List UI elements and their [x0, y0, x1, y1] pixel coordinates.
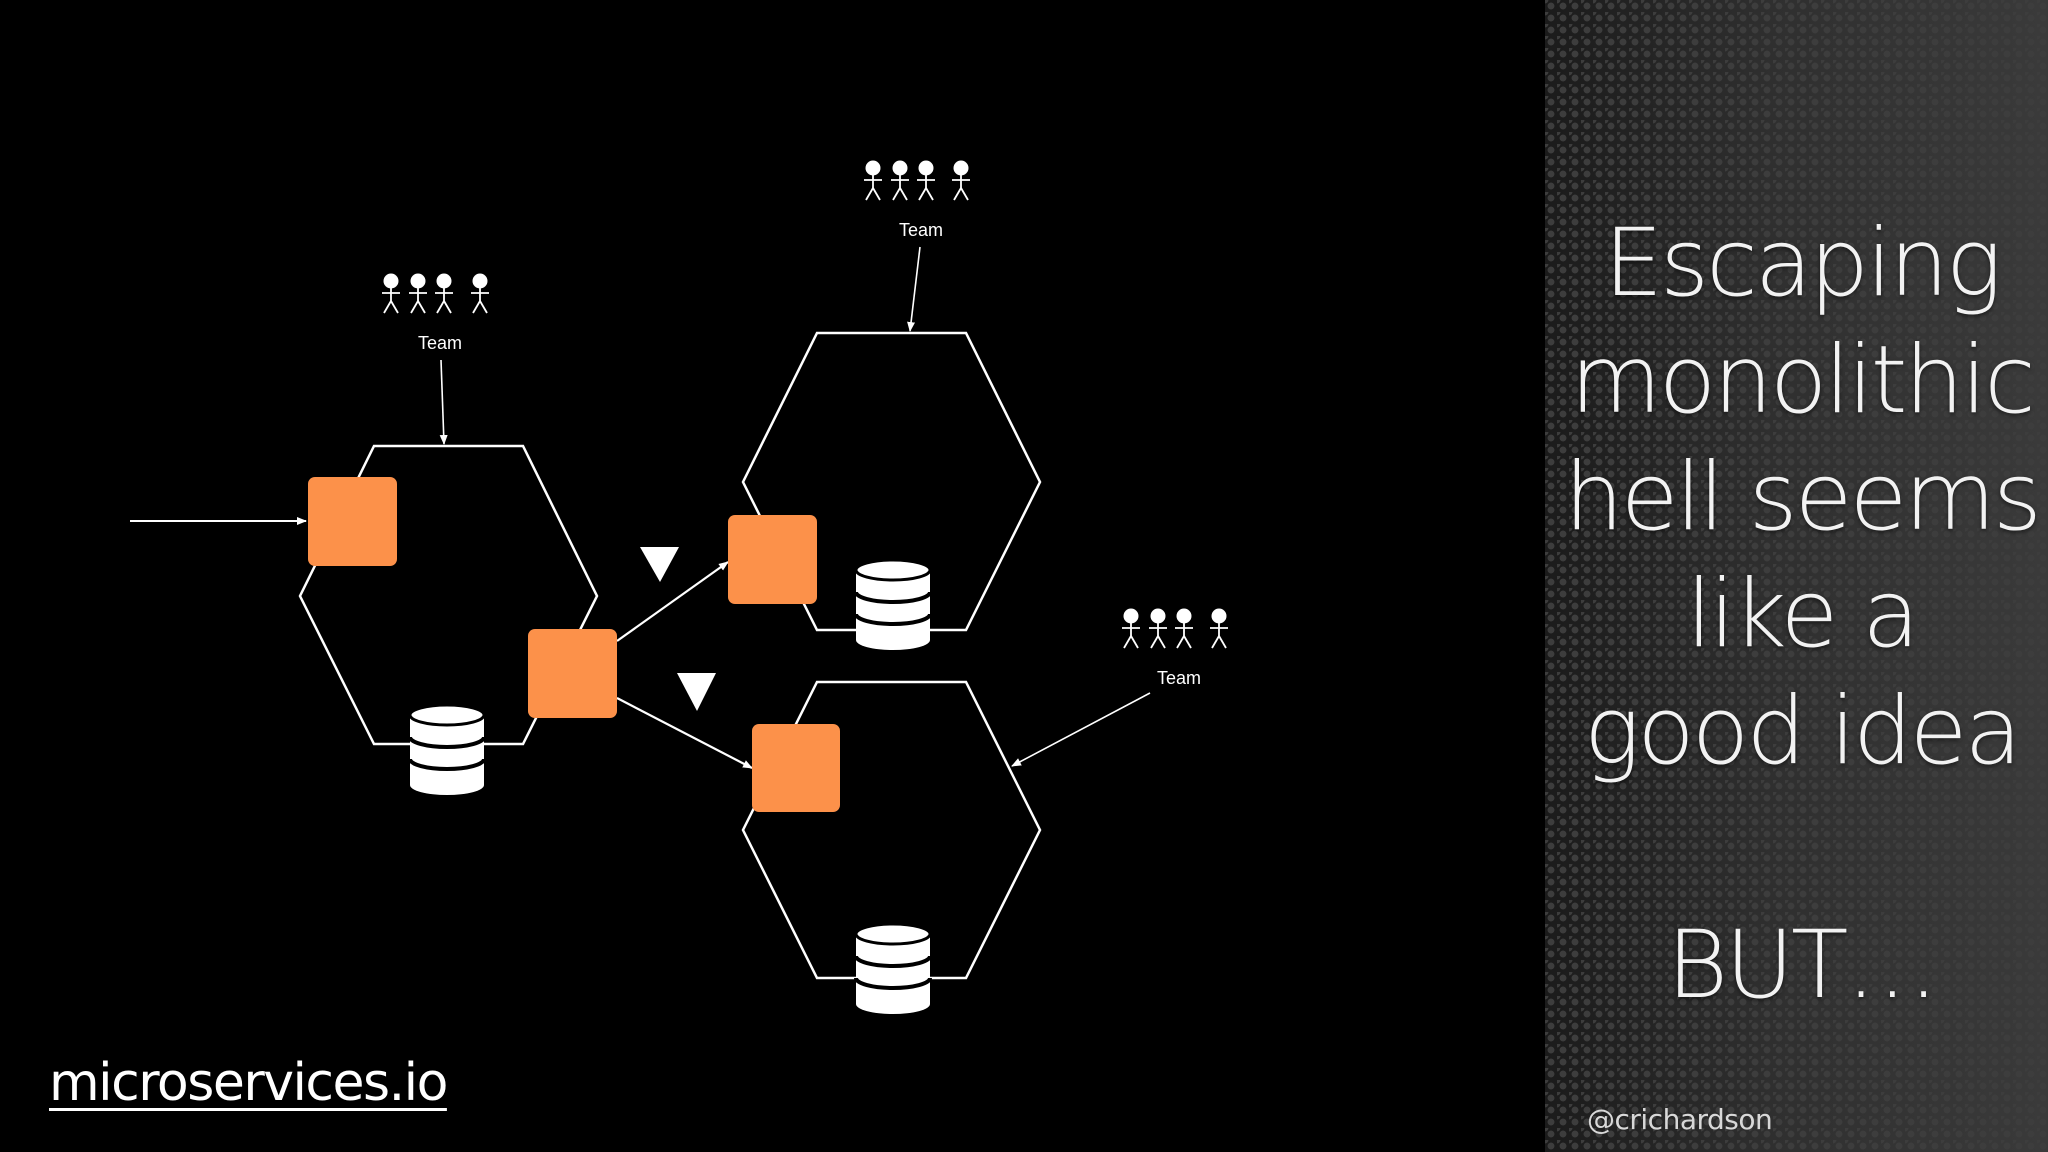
- database-icon: [408, 703, 486, 797]
- warning-triangle-icon: [677, 673, 716, 711]
- team-label: Team: [1157, 668, 1201, 688]
- person-icon: [916, 159, 936, 201]
- person-icon: [1209, 607, 1229, 649]
- team-arrow: [1011, 692, 1151, 767]
- service-box: [308, 477, 397, 566]
- database-icon: [854, 922, 932, 1016]
- twitter-handle: @crichardson: [1587, 1103, 1773, 1136]
- person-icon: [1121, 607, 1141, 649]
- slide-headline: Escaping monolithic hell seems like a go…: [1564, 209, 2042, 1020]
- person-icon: [951, 159, 971, 201]
- service-hexagon: [741, 331, 1042, 632]
- person-icon: [434, 272, 454, 314]
- service-box: [728, 515, 817, 604]
- team-group: Team: [1121, 607, 1229, 688]
- side-panel: Escaping monolithic hell seems like a go…: [1545, 0, 2048, 1152]
- team-group: Team: [381, 272, 490, 353]
- team-arrow: [439, 359, 448, 445]
- person-icon: [470, 272, 490, 314]
- service-box: [528, 629, 617, 718]
- service-call-arrow: [616, 561, 729, 642]
- team-arrow: [907, 246, 921, 332]
- diagram-pane: Team Team Team microservices.i: [49, 159, 1229, 1113]
- service-call-arrow: [616, 697, 753, 769]
- person-icon: [1148, 607, 1168, 649]
- person-icon: [408, 272, 428, 314]
- team-label: Team: [899, 220, 943, 240]
- service-hexagon: [298, 444, 599, 746]
- team-group: Team: [863, 159, 971, 240]
- person-icon: [890, 159, 910, 201]
- database-icon: [854, 558, 932, 652]
- person-icon: [1174, 607, 1194, 649]
- service-box: [752, 724, 840, 812]
- microservices-diagram: Team Team Team: [130, 159, 1229, 1016]
- site-link[interactable]: microservices.io: [49, 1053, 448, 1113]
- person-icon: [863, 159, 883, 201]
- person-icon: [381, 272, 401, 314]
- warning-triangle-icon: [640, 547, 679, 582]
- service-hexagon: [741, 680, 1042, 980]
- team-label: Team: [418, 333, 462, 353]
